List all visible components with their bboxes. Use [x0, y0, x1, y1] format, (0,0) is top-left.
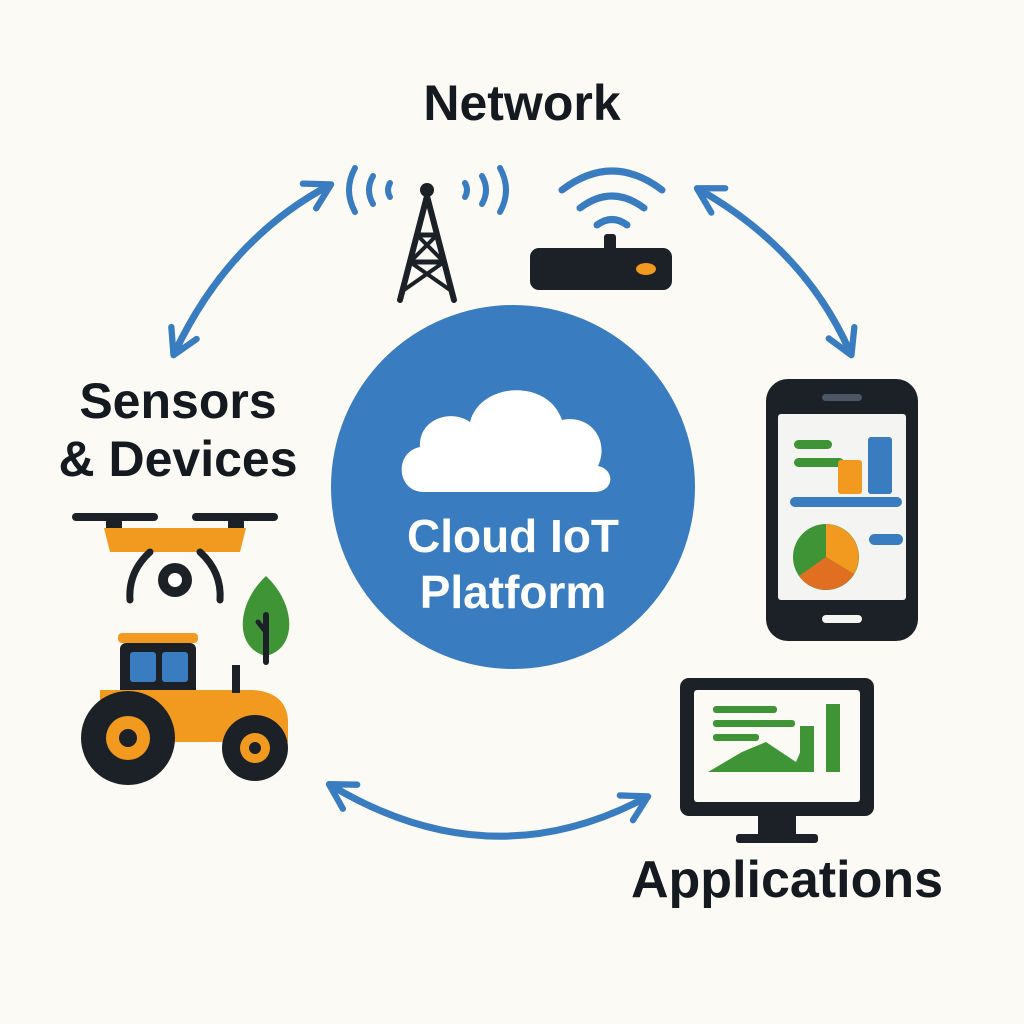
network-label: Network: [423, 75, 621, 131]
monitor-dashboard-icon: [680, 678, 874, 843]
sensors-label-line1: Sensors: [79, 373, 277, 429]
arrow-network-applications: [693, 185, 858, 359]
arrow-sensors-applications: [325, 781, 652, 840]
arrow-sensors-network: [168, 180, 335, 359]
tractor-icon: [81, 633, 288, 785]
tree-icon: [242, 576, 290, 665]
cell-tower-icon: [346, 165, 509, 303]
platform-label: Cloud IoT Platform: [331, 508, 695, 620]
wifi-router-icon: [530, 167, 672, 290]
platform-label-line1: Cloud IoT: [406, 510, 620, 562]
platform-label-line2: Platform: [419, 566, 607, 618]
cloud-icon: [401, 390, 611, 492]
drone-icon: [72, 513, 278, 604]
sensors-devices-label: Sensors & Devices: [36, 372, 320, 488]
smartphone-dashboard-icon: [766, 379, 918, 641]
applications-label: Applications: [630, 851, 944, 909]
sensors-label-line2: & Devices: [58, 431, 298, 487]
